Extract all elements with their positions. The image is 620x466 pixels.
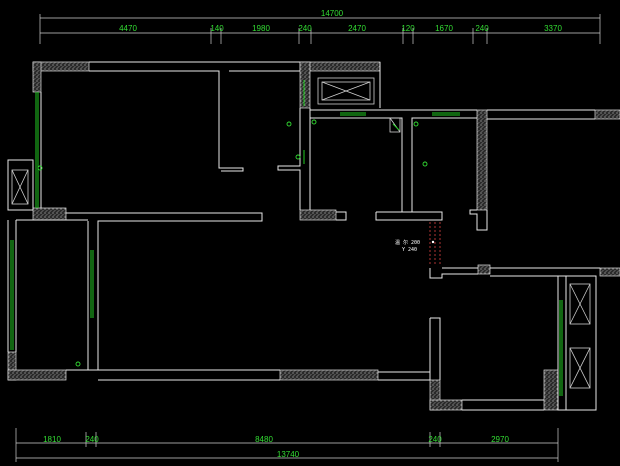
top-dim-seg-3: 1980 [252, 24, 270, 33]
section-marker [429, 222, 441, 266]
ac-unit-top-inner [321, 81, 371, 101]
hatch-wall-left-upper [32, 61, 42, 93]
hatch-wall-far-right [599, 267, 620, 277]
annotation: 温 尔 200 Y 240 [395, 239, 420, 253]
ac-unit-right-cross [569, 347, 591, 389]
wall-line [565, 275, 597, 411]
top-dim-seg-6: 120 [401, 24, 415, 33]
top-total-dim: 14700 [321, 9, 344, 18]
windows [10, 80, 563, 396]
hatch-wall-right-col [476, 109, 488, 211]
hatch-wall-top-right [594, 109, 620, 120]
hatch-wall-right-mid [477, 264, 491, 275]
wall-outlines [7, 61, 600, 411]
wall-line [429, 268, 478, 279]
ac-unit-right-cross [569, 283, 591, 325]
lighting-symbols [37, 119, 428, 367]
duct-symbol-green [392, 123, 400, 131]
top-dimension-chain: 14700 4470 140 1980 240 2470 120 1670 24… [39, 9, 601, 44]
ac-unit-top-box [317, 77, 375, 105]
ac-unit-right-upper [569, 283, 591, 325]
ac-unit-left-cross [11, 169, 29, 205]
annotation-line-1: 温 尔 200 [395, 239, 420, 246]
top-dim-seg-9: 3370 [544, 24, 562, 33]
wall-line [375, 211, 443, 221]
annotation-line-2: Y 240 [402, 247, 417, 253]
hatch-wall-bottom-mid [279, 369, 379, 381]
wall-line [557, 275, 567, 411]
section-point [431, 240, 435, 244]
wall-line [336, 211, 347, 221]
bottom-dim-seg-1: 1810 [43, 435, 61, 444]
hatch-wall-top-left [32, 61, 90, 72]
hatch-wall-mid-low [299, 209, 337, 221]
light-fixture-icon [286, 121, 292, 127]
wall-line [430, 317, 441, 380]
bottom-dim-seg-5: 2970 [491, 435, 509, 444]
bottom-total-dim: 13740 [277, 450, 300, 459]
hatched-walls [7, 61, 620, 411]
duct-symbol [389, 117, 401, 133]
bottom-dimension-chain: 1810 240 8480 240 2970 13740 [15, 428, 559, 462]
ac-unit-right-lower [569, 347, 591, 389]
light-fixture-icon [422, 161, 428, 167]
bottom-dim-seg-3: 8480 [255, 435, 273, 444]
wall-line [7, 159, 34, 211]
light-fixture-icon [295, 154, 301, 160]
top-dim-seg-4: 240 [298, 24, 312, 33]
hatch-wall-top-mid [299, 61, 381, 72]
wall-line [89, 70, 244, 172]
fixtures [11, 77, 591, 389]
top-dim-seg-5: 2470 [348, 24, 366, 33]
top-dim-seg-7: 1670 [435, 24, 453, 33]
wall-line [469, 209, 488, 231]
light-fixture-icon [75, 361, 81, 367]
hatch-wall-bottom-left [7, 369, 67, 381]
wall-line [66, 212, 263, 370]
top-segment-ticks [210, 28, 488, 44]
top-dim-seg-2: 140 [210, 24, 224, 33]
bottom-dim-seg-4: 240 [428, 435, 442, 444]
top-dim-seg-1: 4470 [119, 24, 137, 33]
bottom-dim-seg-2: 240 [85, 435, 99, 444]
ac-unit-left-box [11, 169, 29, 205]
hatch-wall-left-mid [32, 207, 67, 221]
hatch-wall-bottom-right [429, 399, 463, 411]
wall-line [490, 275, 559, 370]
hatch-wall-bottom-right-end [543, 369, 559, 411]
light-fixture-icon [37, 165, 43, 171]
hatch-wall-mid-col [299, 61, 311, 109]
light-fixture-icon [311, 119, 317, 125]
ac-unit-top-cross [321, 81, 371, 101]
light-fixture-icon [413, 121, 419, 127]
top-dim-seg-8: 240 [475, 24, 489, 33]
